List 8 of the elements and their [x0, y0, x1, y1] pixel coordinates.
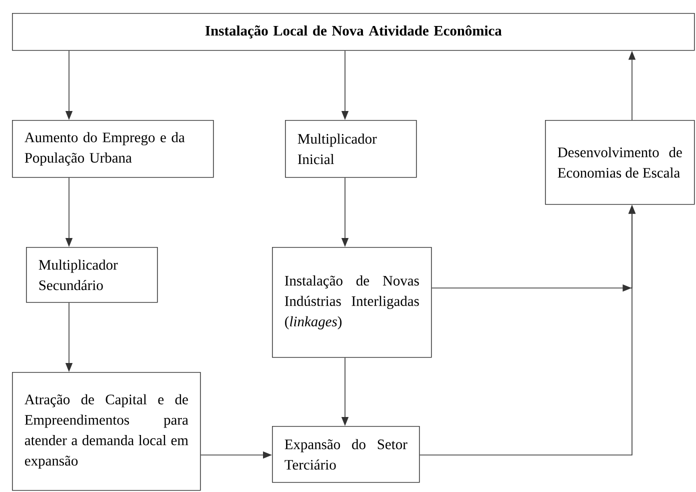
title-box: Instalação Local de Nova Atividade Econômica: [12, 13, 695, 51]
process-box: Atração de Capital e de Empreendimentos para atender a demanda local em expansão: [12, 372, 201, 491]
process-box: Instalação de Novas Indústrias Interligadas (linkages): [272, 246, 432, 358]
process-box: Multiplicador Secundário: [26, 246, 158, 303]
process-box: Expansão do Setor Terciário: [272, 426, 420, 483]
process-box: Aumento do Emprego e da População Urbana: [12, 120, 214, 178]
process-box: Multiplicador Inicial: [285, 120, 417, 178]
process-box: Desenvolvimento de Economias de Escala: [545, 120, 695, 205]
